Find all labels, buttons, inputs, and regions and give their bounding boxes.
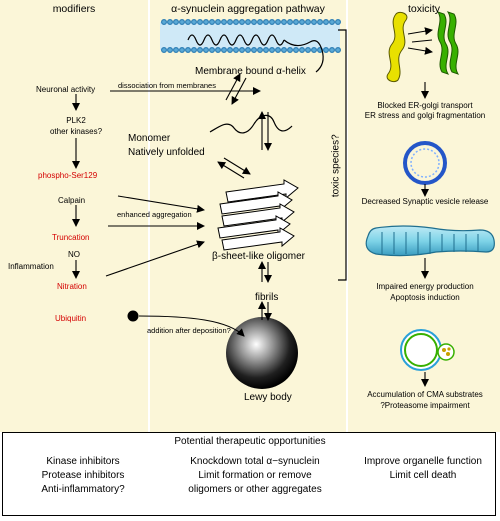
- toxic-species-label: toxic species?: [330, 134, 342, 198]
- oligomer-graphic: [217, 179, 299, 251]
- toxic-species-bracket: [338, 29, 347, 281]
- energy-production-label: Impaired energy production: [376, 282, 474, 291]
- monomer-graphic: [209, 114, 293, 134]
- plk2-label: PLK2: [66, 116, 86, 125]
- oligomer-label: β-sheet-like oligomer: [212, 251, 306, 262]
- addition-after-deposition-label: addition after deposition?: [147, 326, 231, 335]
- er-stress-label: ER stress and golgi fragmentation: [364, 111, 486, 120]
- other-kinases-label: other kinases?: [49, 127, 103, 136]
- modifiers-header: modifiers: [52, 3, 96, 15]
- therapy-limit-cell-death: Limit cell death: [389, 470, 457, 481]
- truncation-label: Truncation: [52, 233, 90, 242]
- er-golgi-graphic: [386, 11, 460, 83]
- nitration-label: Nitration: [57, 282, 87, 291]
- fibrils-label: fibrils: [255, 292, 279, 303]
- enhanced-aggregation-label: enhanced aggregation: [117, 210, 192, 219]
- proteasome-impairment-label: ?Proteasome impairment: [380, 401, 470, 410]
- synaptic-release-label: Decreased Synaptic vesicle release: [361, 197, 489, 206]
- lewy-body-graphic: [226, 317, 298, 389]
- dissociation-label: dissociation from membranes: [118, 81, 216, 90]
- membrane-graphic: [160, 19, 342, 73]
- ubiquitin-dot: [127, 310, 139, 322]
- therapeutics-box: [2, 432, 496, 516]
- inflammation-label: Inflammation: [8, 262, 54, 271]
- therapy-remove-oligomers: oligomers or other aggregates: [188, 484, 322, 495]
- pathway-header: α-synuclein aggregation pathway: [171, 3, 325, 15]
- natively-unfolded-label: Natively unfolded: [128, 147, 205, 158]
- vesicle-graphic: [403, 141, 447, 185]
- calpain-label: Calpain: [58, 196, 86, 205]
- therapy-kinase-inhibitors: Kinase inhibitors: [46, 456, 120, 467]
- membrane-helix-label: Membrane bound α-helix: [195, 66, 306, 77]
- phospho-ser129-label: phospho-Ser129: [38, 171, 98, 180]
- ubiquitin-label: Ubiquitin: [55, 314, 87, 323]
- no-label: NO: [68, 250, 80, 259]
- therapy-limit-formation: Limit formation or remove: [198, 470, 312, 481]
- therapy-organelle-function: Improve organelle function: [364, 456, 482, 467]
- toxicity-header: toxicity: [407, 3, 441, 15]
- cma-accumulation-label: Accumulation of CMA substrates: [367, 390, 483, 399]
- lewy-body-label: Lewy body: [244, 392, 292, 403]
- therapy-protease-inhibitors: Protease inhibitors: [41, 470, 125, 481]
- modifiers-panel: [0, 0, 148, 432]
- monomer-label: Monomer: [128, 133, 171, 144]
- therapy-knockdown: Knockdown total α−synuclein: [190, 456, 320, 467]
- mitochondrion-graphic: [365, 225, 495, 257]
- therapeutics-title: Potential therapeutic opportunities: [174, 436, 326, 447]
- therapy-anti-inflammatory: Anti-inflammatory?: [41, 484, 125, 495]
- apoptosis-label: Apoptosis induction: [390, 293, 460, 302]
- er-golgi-label: Blocked ER-golgi transport: [377, 101, 473, 110]
- neuronal-activity-label: Neuronal activity: [36, 85, 96, 94]
- lysosome-graphic: [400, 329, 455, 371]
